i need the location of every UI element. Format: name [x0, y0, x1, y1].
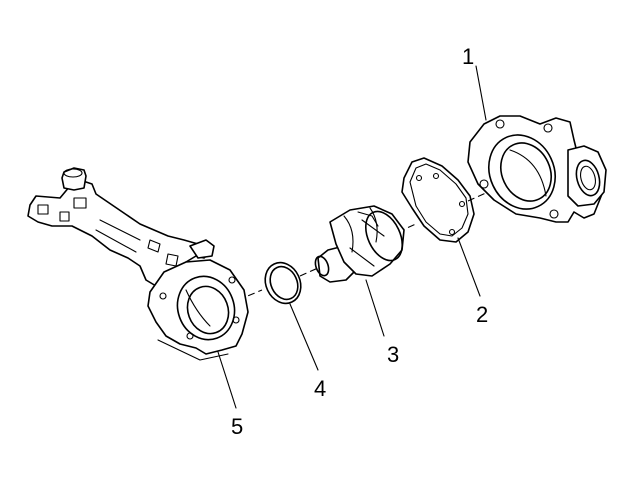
leader-lines	[217, 65, 487, 409]
callout-5: 5	[231, 414, 243, 439]
callout-3: 3	[387, 342, 399, 367]
part-3-thermostat	[314, 205, 405, 283]
callout-1: 1	[462, 44, 474, 69]
callout-2: 2	[476, 302, 488, 327]
part-2-gasket	[401, 157, 475, 243]
part-4-o-ring	[264, 261, 302, 305]
part-5-housing-bracket	[27, 167, 249, 361]
part-1-outlet-housing	[467, 115, 607, 223]
callout-4: 4	[314, 376, 326, 401]
